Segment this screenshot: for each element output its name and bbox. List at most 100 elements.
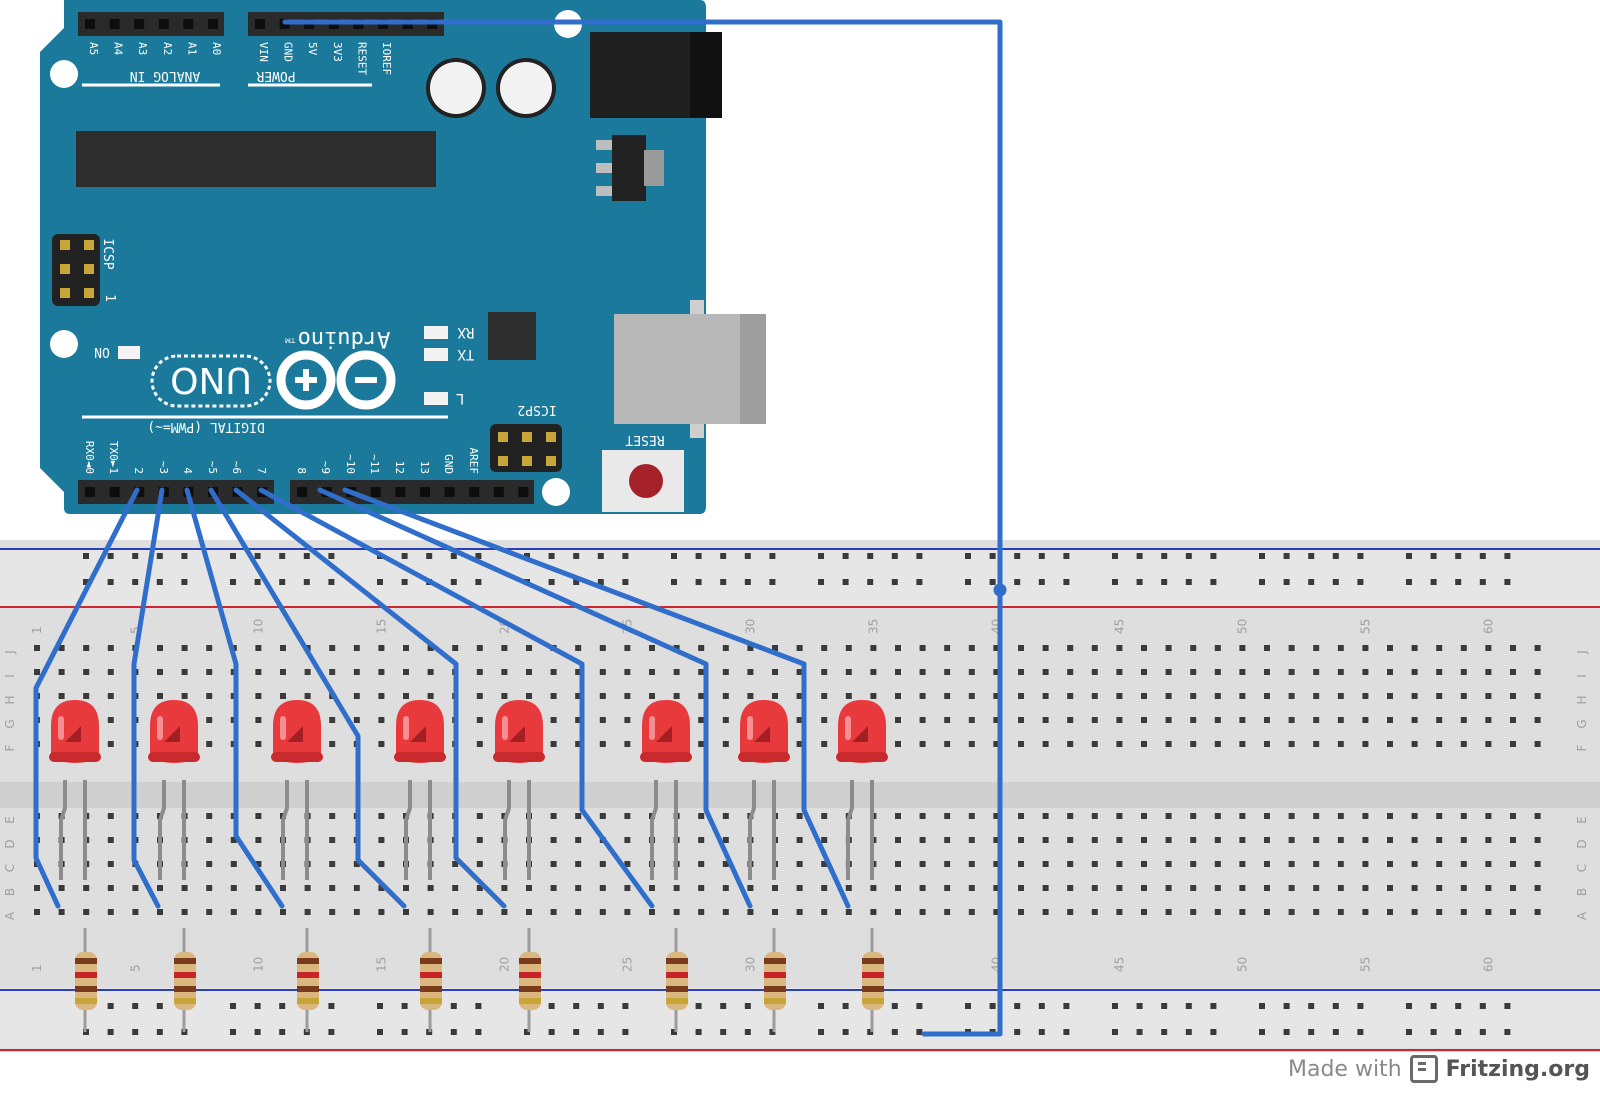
breadboard-hole [1264,717,1270,723]
breadboard-hole [107,741,114,747]
breadboard-hole [1116,837,1123,843]
rail-hole [156,579,163,585]
regulator-leg [596,163,612,173]
breadboard-hole [1337,669,1344,675]
breadboard-hole [1510,837,1516,843]
breadboard-hole [673,645,680,651]
breadboard-hole [1239,645,1246,651]
rail-hole [597,553,604,559]
resistor [75,928,97,1032]
breadboard-hole [1411,669,1418,675]
breadboard-hole [1534,861,1541,867]
pin-label: ~10 [344,454,357,474]
breadboard-hole [968,885,975,891]
breadboard-hole [181,885,188,891]
row-letter: A [1575,911,1589,920]
breadboard-hole [796,909,803,915]
breadboard-hole [1239,669,1246,675]
rail-hole [377,579,383,585]
breadboard-hole [747,645,754,651]
header-pin [395,487,406,497]
rail-hole [83,553,89,559]
breadboard-hole [1387,645,1393,651]
breadboard-hole [1116,813,1123,819]
breadboard-hole [1190,741,1197,747]
breadboard-hole [206,813,213,819]
rx-label: RX [457,324,474,340]
breadboard-hole [1411,813,1418,819]
breadboard-hole [255,645,262,651]
breadboard-hole [1214,741,1221,747]
breadboard-hole [599,717,606,723]
pin-label: GND [282,42,295,62]
breadboard-hole [968,813,975,819]
breadboard-hole [1460,861,1467,867]
breadboard-hole [1264,861,1270,867]
breadboard-hole [1018,669,1024,675]
footer: Made with Fritzing.org [1288,1055,1590,1083]
rail-hole [1332,553,1339,559]
breadboard-hole [1534,837,1541,843]
breadboard-hole [575,717,582,723]
rail-hole [83,579,89,585]
breadboard-hole [378,717,385,723]
rail-hole [597,579,604,585]
breadboard-hole [181,909,188,915]
breadboard-hole [1313,885,1320,891]
rail-hole [818,1029,824,1035]
pin-label: TX0►1 [107,441,120,474]
rail-hole [328,579,335,585]
breadboard-hole [476,717,483,723]
breadboard-hole [1264,909,1270,915]
breadboard-hole [796,861,803,867]
breadboard-hole [329,717,336,723]
breadboard-hole [1337,717,1344,723]
breadboard-hole [1534,669,1541,675]
breadboard-hole [1214,645,1221,651]
pin-label: VIN [257,42,270,62]
row-letter: C [1575,864,1589,872]
breadboard-hole [378,741,385,747]
rail-hole [156,1003,163,1009]
rail-hole [1479,1003,1486,1009]
rail-hole [475,1003,482,1009]
breadboard-hole [181,693,188,699]
breadboard-hole [1436,741,1443,747]
breadboard-hole [1116,861,1123,867]
breadboard-hole [476,741,483,747]
breadboard-hole [1190,813,1197,819]
breadboard-hole [919,645,926,651]
breadboard-hole [255,837,262,843]
breadboard-hole [1239,813,1246,819]
breadboard-hole [107,717,114,723]
rail-hole [1259,1003,1265,1009]
breadboard-hole [698,813,705,819]
breadboard-hole [895,861,901,867]
breadboard-hole [1387,837,1393,843]
arduino-brand-label: Arduino [298,326,391,351]
breadboard-hole [157,909,163,915]
rail-hole [279,1029,286,1035]
breadboard-hole [1067,813,1074,819]
rail-hole [1504,1029,1511,1035]
rail-hole [1406,1029,1412,1035]
breadboard-hole [845,645,852,651]
breadboard-hole [944,837,951,843]
breadboard-hole [1534,813,1541,819]
usb-interface-chip [488,312,536,360]
breadboard-hole [501,909,508,915]
breadboard-hole [83,645,90,651]
breadboard-hole [968,741,975,747]
header-pin [158,19,169,29]
fritzing-brand-link[interactable]: Fritzing.org [1445,1056,1590,1082]
breadboard-hole [34,909,40,915]
breadboard-hole [919,885,926,891]
column-number-top: 45 [1112,619,1126,634]
jumper-wire [33,487,140,909]
row-letter: B [1575,888,1589,896]
breadboard-hole [427,909,434,915]
breadboard-hole [722,885,729,891]
breadboard-hole [1042,861,1049,867]
breadboard-hole [1288,645,1295,651]
jumper-wire [342,487,851,909]
